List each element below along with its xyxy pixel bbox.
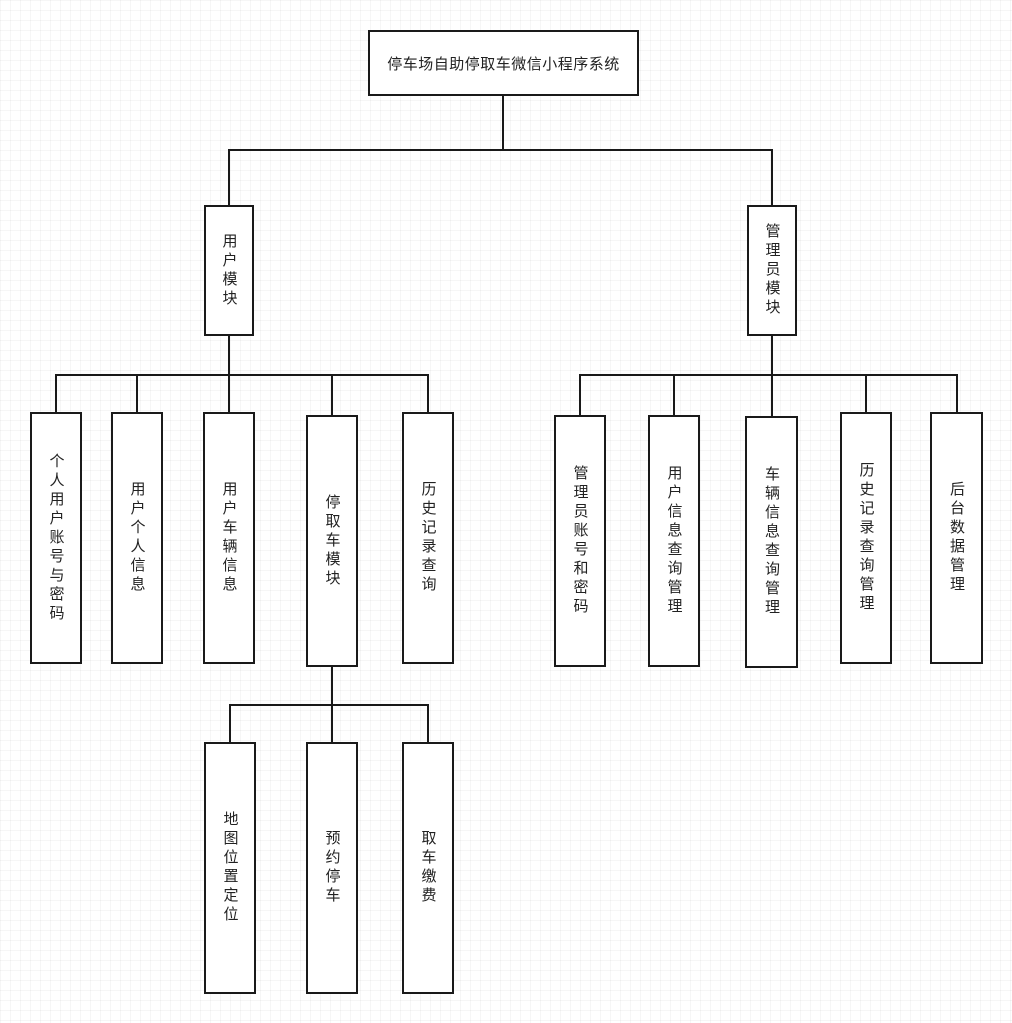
user-account-label: 个人用户账号与密码: [47, 452, 66, 624]
reserve-parking-label: 预约停车: [323, 830, 342, 906]
parking-module-label: 停取车模块: [323, 493, 342, 589]
map-location-label: 地图位置定位: [221, 811, 240, 925]
pickup-payment-label: 取车缴费: [419, 830, 438, 906]
backend-data-node: 后台数据管理: [930, 412, 983, 664]
root-label: 停车场自助停取车微信小程序系统: [387, 54, 620, 73]
admin-module-node: 管理员模块: [747, 205, 797, 336]
admin-account-label: 管理员账号和密码: [571, 465, 590, 617]
user-vehicle-node: 用户车辆信息: [203, 412, 255, 664]
user-module-node: 用户模块: [204, 205, 254, 336]
user-module-label: 用户模块: [220, 232, 239, 309]
user-info-mgmt-node: 用户信息查询管理: [648, 415, 700, 667]
reserve-parking-node: 预约停车: [306, 742, 358, 994]
admin-account-node: 管理员账号和密码: [554, 415, 606, 667]
root-node: 停车场自助停取车微信小程序系统: [368, 30, 639, 96]
user-vehicle-label: 用户车辆信息: [220, 481, 239, 595]
pickup-payment-node: 取车缴费: [402, 742, 454, 994]
user-account-node: 个人用户账号与密码: [30, 412, 82, 664]
vehicle-info-mgmt-label: 车辆信息查询管理: [763, 466, 781, 618]
history-mgmt-label: 历史记录查询管理: [857, 462, 876, 614]
user-history-node: 历史记录查询: [402, 412, 454, 664]
history-mgmt-node: 历史记录查询管理: [840, 412, 892, 664]
map-location-node: 地图位置定位: [204, 742, 256, 994]
user-profile-label: 用户个人信息: [128, 481, 147, 595]
vehicle-info-mgmt-node: 车辆信息查询管理: [745, 416, 798, 668]
user-history-label: 历史记录查询: [419, 481, 438, 595]
user-info-mgmt-label: 用户信息查询管理: [665, 465, 684, 617]
admin-module-label: 管理员模块: [763, 223, 782, 318]
user-profile-node: 用户个人信息: [111, 412, 163, 664]
parking-module-node: 停取车模块: [306, 415, 358, 667]
backend-data-label: 后台数据管理: [948, 481, 966, 595]
